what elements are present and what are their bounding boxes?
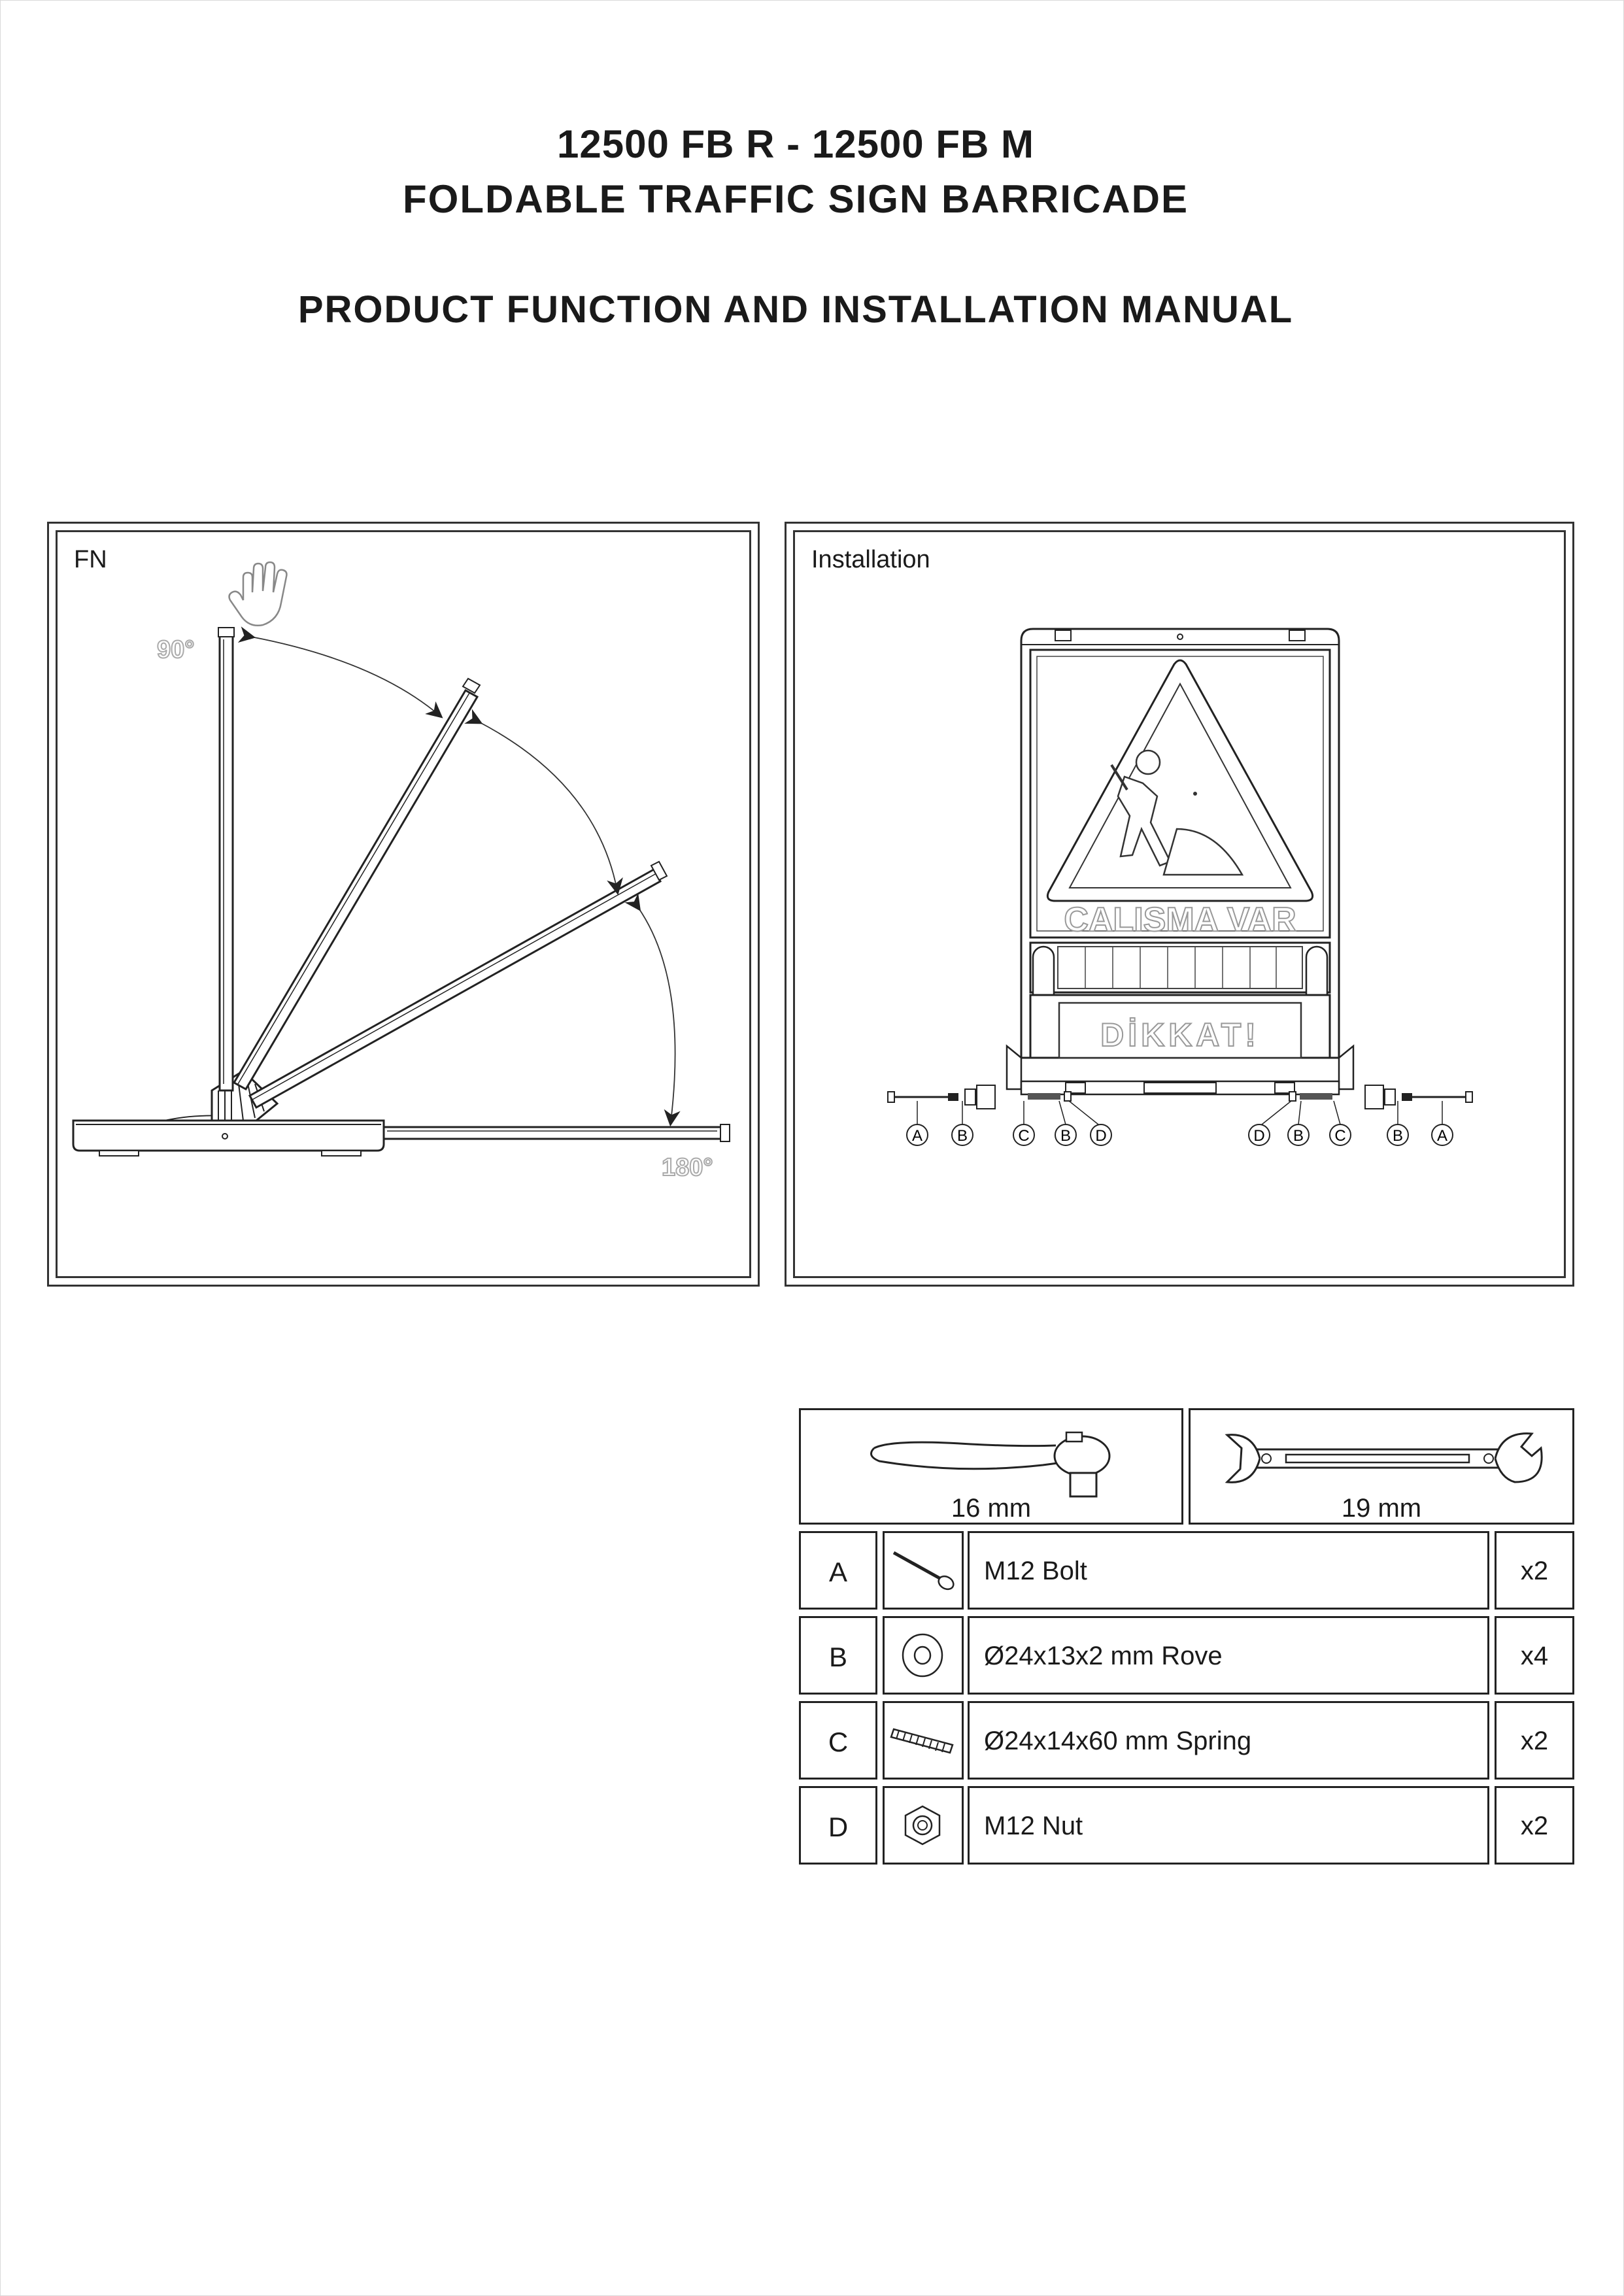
- part-qty: x2: [1520, 1812, 1549, 1840]
- tool-wrench-size: 19 mm: [1341, 1494, 1422, 1523]
- fn-panel: FN: [47, 522, 760, 1287]
- warning-triangle-icon: [1046, 659, 1314, 902]
- barricade-front-diagram: CALISMA VAR DİKKAT!: [887, 628, 1473, 1146]
- part-c-qty-cell: x2: [1495, 1701, 1574, 1780]
- dikkat-panel: [1058, 1002, 1302, 1059]
- part-a-qty-cell: x2: [1495, 1531, 1574, 1610]
- part-qty: x2: [1520, 1727, 1549, 1755]
- part-b-qty-cell: x4: [1495, 1616, 1574, 1695]
- callout-right-2: B: [1293, 1127, 1304, 1145]
- part-b-letter-cell: B: [799, 1616, 877, 1695]
- pole-180deg: [382, 1124, 730, 1142]
- rotation-arrow-3: [624, 893, 681, 1127]
- open-end-wrench-icon: [1225, 1432, 1543, 1483]
- part-d-icon-cell: [883, 1786, 964, 1865]
- fn-panel-label: FN: [74, 546, 107, 573]
- folding-arc-diagram: 90° 180°: [72, 561, 730, 1182]
- dikkat-text: DİKKAT!: [1100, 1017, 1260, 1053]
- product-code-title: 12500 FB R - 12500 FB M: [557, 122, 1034, 166]
- pole-90deg: [218, 627, 235, 1092]
- washer-icon: [902, 1633, 943, 1678]
- rotation-arrow-1: [237, 626, 443, 718]
- barricade-base: [72, 1115, 385, 1156]
- part-letter: D: [828, 1812, 849, 1842]
- part-c-letter-cell: C: [799, 1701, 877, 1780]
- callout-right-4: B: [1393, 1127, 1403, 1145]
- manual-title: PRODUCT FUNCTION AND INSTALLATION MANUAL: [297, 288, 1294, 331]
- callouts-right: D B C B A: [1248, 1124, 1453, 1146]
- part-qty: x4: [1520, 1642, 1549, 1670]
- part-name: Ø24x13x2 mm Rove: [984, 1642, 1223, 1670]
- callout-left-3: C: [1018, 1127, 1029, 1145]
- angle-90-label: 90°: [157, 636, 194, 664]
- part-a-letter-cell: A: [799, 1531, 877, 1610]
- part-letter: A: [828, 1557, 847, 1587]
- part-d-letter-cell: D: [799, 1786, 877, 1865]
- ratchet-wrench-icon: [870, 1431, 1111, 1498]
- product-name-title: FOLDABLE TRAFFIC SIGN BARRICADE: [403, 177, 1189, 221]
- tool-ratchet-size: 16 mm: [951, 1494, 1032, 1523]
- callout-right-5: A: [1437, 1127, 1447, 1145]
- spring-icon: [890, 1728, 954, 1754]
- pole-30deg: [248, 860, 668, 1109]
- callout-left-1: A: [912, 1127, 922, 1145]
- callout-left-5: D: [1095, 1127, 1106, 1145]
- tool-wrench-box: 19 mm: [1189, 1408, 1574, 1525]
- part-d-name-cell: M12 Nut: [968, 1786, 1489, 1865]
- part-name: Ø24x14x60 mm Spring: [984, 1727, 1252, 1755]
- rotation-arrow-2: [464, 709, 623, 896]
- part-name: M12 Bolt: [984, 1557, 1087, 1585]
- part-b-name-cell: Ø24x13x2 mm Rove: [968, 1616, 1489, 1695]
- part-b-icon-cell: [883, 1616, 964, 1695]
- tool-ratchet-box: 16 mm: [799, 1408, 1183, 1525]
- part-a-icon-cell: [883, 1531, 964, 1610]
- part-d-qty-cell: x2: [1495, 1786, 1574, 1865]
- hand-icon: [228, 561, 288, 626]
- part-letter: C: [828, 1727, 849, 1757]
- installation-panel-inner-border: [793, 530, 1566, 1278]
- part-c-name-cell: Ø24x14x60 mm Spring: [968, 1701, 1489, 1780]
- right-hardware-assembly: [1289, 1085, 1473, 1109]
- part-name: M12 Nut: [984, 1812, 1083, 1840]
- installation-panel: Installation CALISMA VAR: [785, 522, 1574, 1287]
- part-c-icon-cell: [883, 1701, 964, 1780]
- bolt-icon: [892, 1551, 955, 1591]
- part-qty: x2: [1520, 1557, 1549, 1585]
- nut-icon: [904, 1805, 941, 1846]
- callout-left-2: B: [957, 1127, 968, 1145]
- installation-panel-label: Installation: [811, 546, 930, 573]
- angle-180-label: 180°: [662, 1154, 713, 1181]
- left-hardware-assembly: [887, 1085, 1072, 1109]
- part-a-name-cell: M12 Bolt: [968, 1531, 1489, 1610]
- callouts-left: A B C B D: [906, 1124, 1112, 1146]
- part-letter: B: [828, 1642, 847, 1672]
- pole-60deg: [232, 677, 481, 1091]
- callout-right-3: C: [1334, 1127, 1345, 1145]
- callout-left-4: B: [1060, 1127, 1071, 1145]
- sign-text: CALISMA VAR: [1064, 901, 1296, 939]
- fn-panel-inner-border: [56, 530, 751, 1278]
- callout-right-1: D: [1253, 1127, 1264, 1145]
